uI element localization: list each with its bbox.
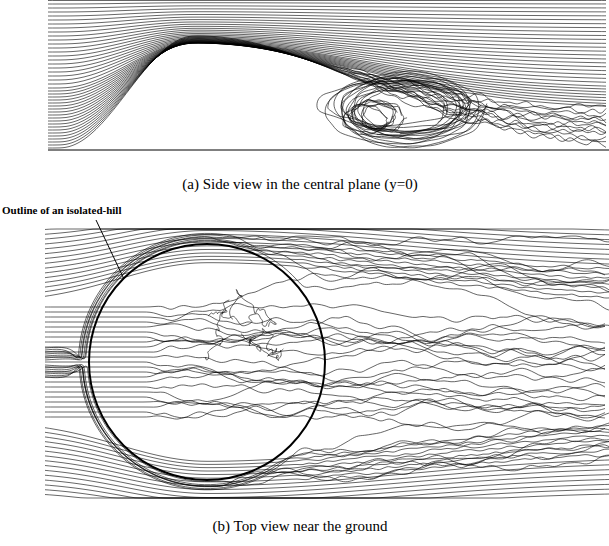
streamline	[48, 9, 606, 12]
streamline	[45, 237, 609, 357]
streamline	[45, 229, 609, 235]
leader-line	[96, 220, 124, 279]
streamline	[48, 36, 606, 148]
streamline	[48, 40, 606, 76]
streamline	[45, 384, 605, 418]
streamline	[45, 425, 609, 461]
streamline	[48, 12, 606, 16]
streamline	[48, 41, 606, 84]
streamline	[45, 465, 609, 490]
streamline	[45, 229, 609, 240]
streamline	[48, 26, 606, 40]
streamline	[48, 43, 606, 94]
streamline	[48, 36, 606, 64]
streamline	[48, 17, 606, 24]
streamline	[48, 0, 606, 1]
streamline	[45, 366, 609, 487]
streamline	[45, 333, 605, 347]
streamline	[45, 367, 609, 487]
streamline	[343, 104, 389, 134]
streamline	[45, 392, 605, 418]
streamline	[45, 397, 605, 415]
streamline	[48, 3, 606, 4]
streamline	[48, 43, 606, 103]
top-view	[45, 220, 609, 498]
streamline	[45, 231, 609, 255]
streamline	[45, 233, 609, 357]
panel-caption: (a) Side view in the central plane (y=0)	[182, 176, 417, 193]
streamline	[48, 20, 606, 28]
streamline	[45, 397, 605, 434]
callout-label: Outline of an isolated-hill	[2, 204, 122, 216]
streamline	[206, 300, 230, 360]
streamline	[48, 6, 606, 8]
streamline	[45, 235, 609, 358]
streamline	[355, 85, 471, 138]
streamline	[45, 475, 609, 498]
streamline	[45, 470, 609, 494]
streamline	[45, 304, 605, 328]
streamline	[45, 484, 609, 498]
panel-caption: (b) Top view near the ground	[213, 518, 388, 535]
streamline	[351, 100, 397, 129]
streamline	[45, 479, 609, 498]
streamline	[45, 234, 609, 259]
streamline	[361, 103, 407, 132]
streamline	[48, 38, 606, 139]
side-view	[48, 1, 609, 151]
streamline	[48, 39, 606, 136]
streamline	[334, 71, 487, 139]
streamline	[45, 237, 609, 360]
streamline	[45, 316, 605, 346]
streamline	[45, 241, 609, 359]
streamline	[48, 35, 606, 60]
streamline	[45, 239, 609, 360]
streamline	[45, 260, 609, 293]
streamline	[45, 494, 609, 498]
streamline	[208, 310, 271, 326]
streamline	[45, 366, 609, 485]
streamline	[45, 489, 609, 498]
streamline	[45, 240, 609, 358]
streamline	[45, 319, 605, 344]
streamline	[48, 24, 606, 36]
streamline	[45, 367, 609, 489]
streamline	[230, 289, 277, 326]
hill-outline	[89, 244, 325, 480]
streamline	[48, 43, 606, 97]
streamline	[45, 366, 609, 487]
streamline	[48, 34, 606, 56]
streamline	[241, 329, 283, 357]
streamline	[45, 365, 609, 490]
streamline	[45, 399, 605, 419]
streamline	[349, 100, 396, 129]
ground-line	[48, 150, 609, 151]
